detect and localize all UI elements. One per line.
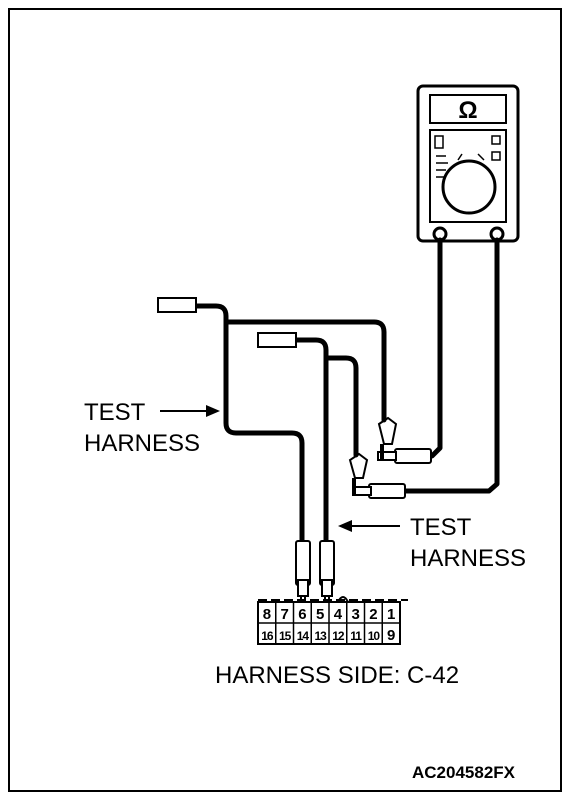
harness-side-label: HARNESS SIDE: C-42 — [215, 662, 459, 689]
connector-pin-2: 2 — [369, 606, 377, 623]
mode-button-right-top — [491, 135, 501, 145]
probe-tip-lower — [257, 332, 297, 348]
probe-tip-upper — [157, 297, 197, 313]
figure-code: AC204582FX — [412, 763, 516, 782]
test-harness-label-left-line2: HARNESS — [84, 430, 200, 457]
connector-pin-3: 3 — [351, 606, 359, 623]
meter-lead-left — [407, 237, 443, 459]
mode-button-right-mid — [491, 151, 501, 161]
test-harness-label-right-line2: HARNESS — [410, 545, 526, 572]
arrow-to-left-harness — [160, 405, 220, 417]
connector-pin-16: 16 — [261, 629, 274, 643]
connector-pin-15: 15 — [279, 629, 292, 643]
connector-pin-7: 7 — [280, 606, 288, 623]
connector-pin-11: 11 — [350, 629, 362, 643]
connector-pin-13: 13 — [314, 629, 327, 643]
connector-pin-1: 1 — [387, 606, 395, 623]
arrow-to-right-harness — [338, 520, 400, 532]
connector-pin-12: 12 — [332, 629, 345, 643]
clip-probe-lower — [348, 452, 406, 499]
selector-dial — [441, 159, 497, 215]
test-harness-label-left-line1: TEST — [84, 399, 146, 426]
multimeter: Ω — [416, 84, 520, 243]
mode-button-left — [434, 135, 444, 149]
ohm-symbol: Ω — [458, 97, 477, 124]
connector-pin-4: 4 — [334, 606, 343, 623]
clip-probe-upper — [377, 416, 432, 464]
test-harness-label-right-line1: TEST — [410, 514, 472, 541]
connector-pin-5: 5 — [316, 606, 324, 623]
diagram-frame — [8, 8, 562, 792]
connector-pin-14: 14 — [297, 629, 310, 643]
meter-display — [429, 94, 507, 124]
test-harness-wires — [193, 303, 387, 548]
connector-bottom-row: 16 15 14 13 12 11 10 9 — [261, 627, 395, 644]
connector-pin-6: 6 — [298, 606, 306, 623]
connector-pin-10: 10 — [368, 629, 381, 643]
meter-lead-right — [402, 237, 500, 494]
connector-pin-9: 9 — [387, 627, 395, 644]
back-probe-plugs — [295, 540, 335, 597]
dial-scale-marks — [436, 153, 485, 178]
connector-pin-8: 8 — [263, 606, 271, 623]
